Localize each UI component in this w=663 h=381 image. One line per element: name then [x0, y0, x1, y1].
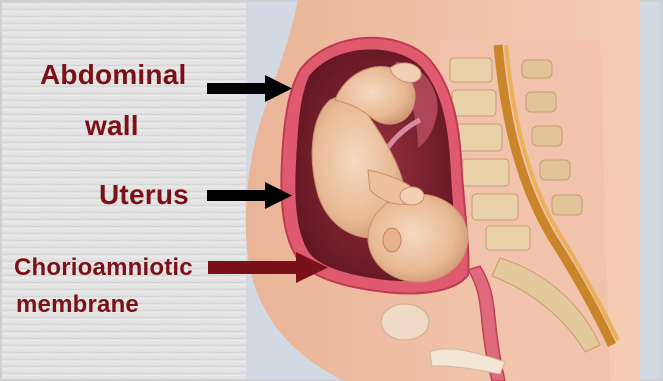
label-abdominal-wall-line1: Abdominal — [40, 61, 186, 89]
label-chorioamniotic-membrane-line2: membrane — [16, 293, 139, 317]
label-chorioamniotic-membrane-line1: Chorioamniotic — [14, 256, 193, 280]
label-abdominal-wall-line2: wall — [85, 112, 139, 140]
label-uterus: Uterus — [99, 181, 189, 209]
bladder — [381, 304, 429, 340]
